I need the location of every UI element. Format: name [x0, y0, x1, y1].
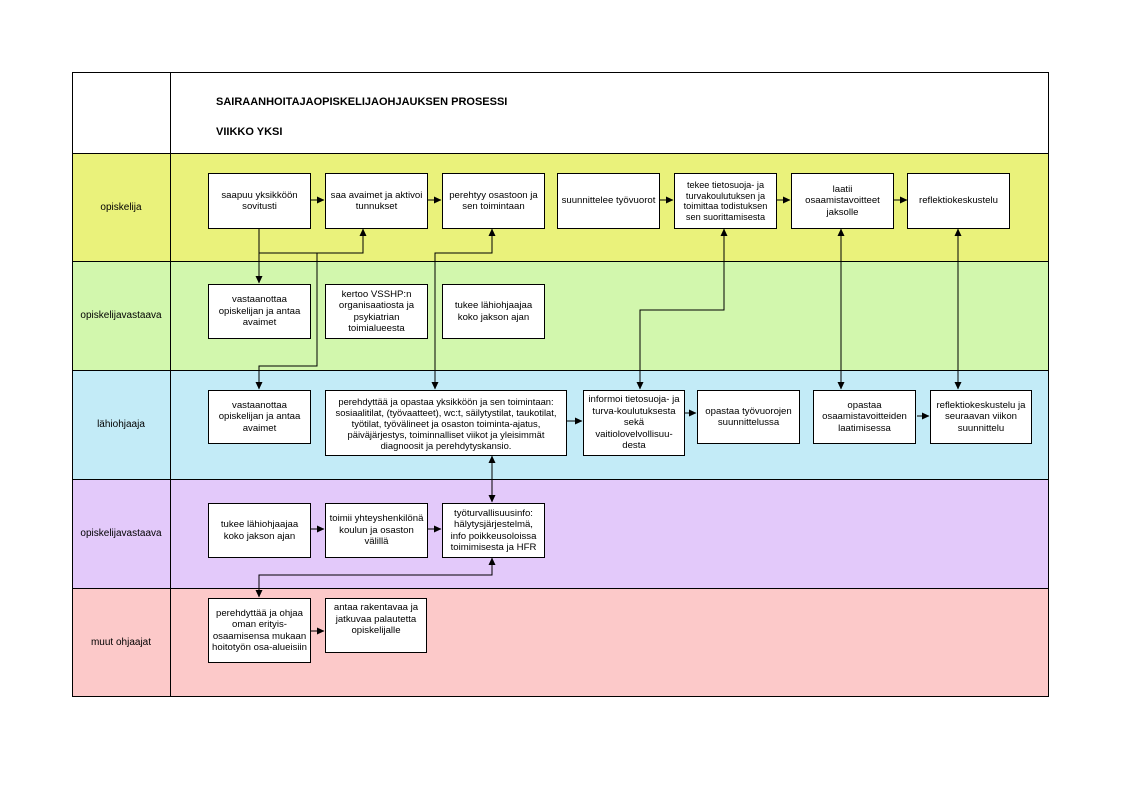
box-tukee-lahiohjaajaa-1: tukee lähiohjaajaa koko jakson ajan: [442, 284, 545, 339]
box-opastaa-osaamistavoitteet: opastaa osaamistavoitteiden laatimisessa: [813, 390, 916, 444]
box-perehdyttaa-opastaa: perehdyttää ja opastaa yksikköön ja sen …: [325, 390, 567, 456]
box-saapuu: saapuu yksikköön sovitusti: [208, 173, 311, 229]
lane-label-opiskelijavastaava-2: opiskelijavastaava: [80, 528, 162, 539]
lane-label-opiskelijavastaava-1: opiskelijavastaava: [80, 310, 162, 321]
box-vastaanottaa-vastaava: vastaanottaa opiskelijan ja antaa avaime…: [208, 284, 311, 339]
box-vastaanottaa-lahiohjaaja: vastaanottaa opiskelijan ja antaa avaime…: [208, 390, 311, 444]
diagram-subtitle: VIIKKO YKSI: [216, 126, 283, 138]
box-tukee-lahiohjaajaa-2: tukee lähiohjaajaa koko jakson ajan: [208, 503, 311, 558]
box-tekee-tietosuoja: tekee tietosuoja- ja turvakoulutuksen ja…: [674, 173, 777, 229]
lane-label-opiskelija: opiskelija: [100, 201, 142, 213]
box-informoi-tietosuoja: informoi tietosuoja- ja turva-koulutukse…: [583, 390, 685, 456]
box-toimii-yhteyshenkilona: toimii yhteyshenkilönä koulun ja osaston…: [325, 503, 428, 558]
box-antaa-palautetta: antaa rakentavaa ja jatkuvaa palautetta …: [325, 598, 427, 653]
box-reflektio-opiskelija: reflektiokeskustelu: [907, 173, 1010, 229]
header-band: [72, 72, 1049, 153]
box-tyoturvallisuusinfo: työturvallisuusinfo: hälytysjärjestelmä,…: [442, 503, 545, 558]
box-perehtyy: perehtyy osastoon ja sen toimintaan: [442, 173, 545, 229]
box-reflektio-lahiohjaaja: reflektiokeskustelu ja seuraavan viikon …: [930, 390, 1032, 444]
box-kertoo-vsshp: kertoo VSSHP:n organisaatiosta ja psykia…: [325, 284, 428, 339]
box-laatii: laatii osaamistavoitteet jaksolle: [791, 173, 894, 229]
diagram-title: SAIRAANHOITAJAOPISKELIJAOHJAUKSEN PROSES…: [216, 96, 508, 108]
box-opastaa-tyovuorot: opastaa työvuorojen suunnittelussa: [697, 390, 800, 444]
box-suunnittelee: suunnittelee työvuorot: [557, 173, 660, 229]
box-perehdyttaa-ohjaa: perehdyttää ja ohjaa oman erityis-osaami…: [208, 598, 311, 663]
box-saa-avaimet: saa avaimet ja aktivoi tunnukset: [325, 173, 428, 229]
lane-label-muut-ohjaajat: muut ohjaajat: [90, 637, 152, 648]
lane-label-lahiohjaaja: lähiohjaaja: [97, 419, 145, 430]
